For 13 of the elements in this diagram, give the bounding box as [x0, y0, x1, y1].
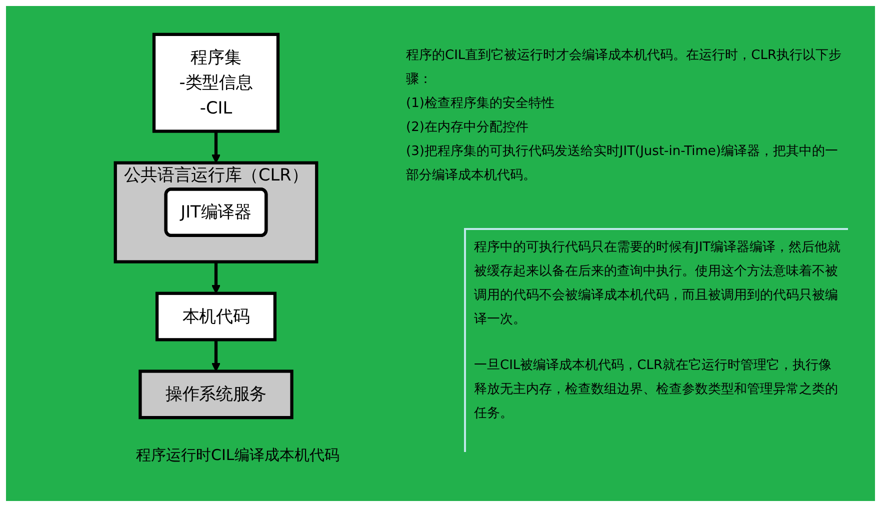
- description-text: (3)把程序集的可执行代码发送给实时JIT(Just-in-Time)编译器，把其中的一部分编译成本机代码。: [406, 143, 839, 185]
- description-text: (2)在内存中分配控件: [406, 119, 530, 137]
- note-text: 一旦CIL被编译成本机代码，CLR就在它运行时管理它，执行像释放无主内存，检查数组边界、检查参数类型和管理异常之类的任务。: [474, 357, 839, 423]
- arrow: [211, 262, 221, 294]
- arrow: [211, 340, 221, 372]
- node-box: 本机代码: [155, 292, 277, 342]
- description-text: (1)检查程序集的安全特性: [406, 95, 556, 113]
- node-box: 程序集 -类型信息 -CIL: [152, 32, 280, 133]
- description-text: 程序的CIL直到它被运行时才会编译成本机代码。在运行时，CLR执行以下步骤：: [406, 47, 843, 89]
- arrow: [211, 131, 221, 164]
- note-text: 程序中的可执行代码只在需要的时候有JIT编译器编译，然后他就被缓存起来以备在后来的查询中执行。使用这个方法意味着不被调用的代码不会被编译成本机代码，而且被调用到的代码只被编译一次。: [474, 239, 842, 329]
- caption: 程序运行时CIL编译成本机代码: [136, 446, 340, 465]
- node-box: 操作系统服务: [138, 370, 294, 420]
